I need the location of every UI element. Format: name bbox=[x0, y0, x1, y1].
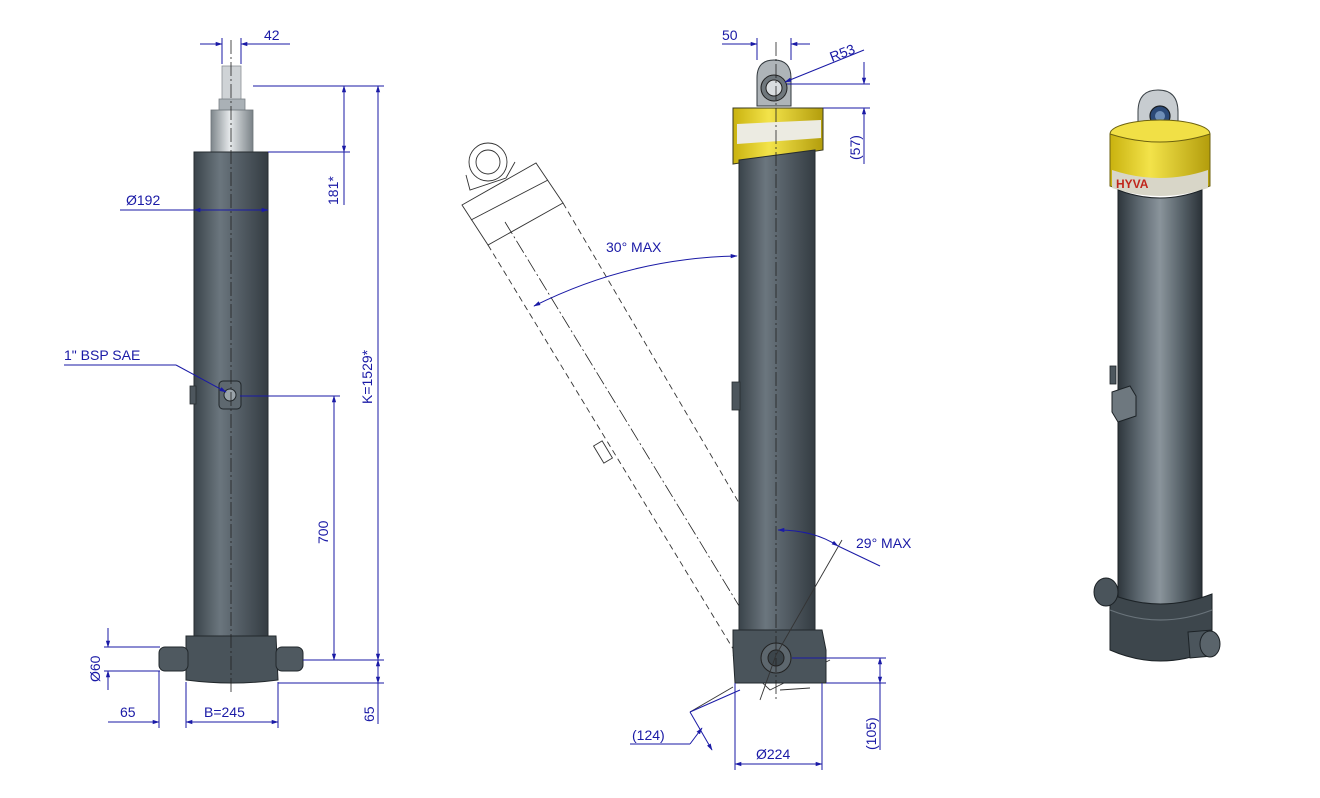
dim-tilt-forward: 29° MAX bbox=[777, 527, 912, 567]
dim-side-base-height: (105) bbox=[792, 657, 886, 750]
front-view: 42 Ø192 181* K=1529* 1" BSP SAE bbox=[64, 27, 384, 728]
side-port bbox=[731, 381, 741, 411]
front-trunnion-right bbox=[275, 646, 304, 672]
dim-stroke-extension: 181* bbox=[325, 85, 347, 205]
port-leader: 1" BSP SAE bbox=[64, 347, 227, 393]
dim-rod-width: 42 bbox=[200, 27, 290, 64]
dim-closed-length: K=1529* bbox=[359, 85, 381, 661]
dim-tilt-back-label: 30° MAX bbox=[606, 239, 662, 255]
front-trunnion-left bbox=[158, 646, 189, 672]
dim-collar-height: (57) bbox=[787, 62, 870, 164]
dim-base-width-label: B=245 bbox=[204, 704, 245, 720]
dim-eye-width-label: 50 bbox=[722, 27, 738, 43]
front-base bbox=[185, 635, 279, 684]
dim-base-offset: (124) bbox=[630, 686, 741, 751]
front-rod-collar bbox=[218, 98, 246, 112]
front-side-lug bbox=[189, 385, 197, 405]
dim-eye-width: 50 bbox=[722, 27, 810, 60]
front-port-hole bbox=[223, 388, 237, 402]
dim-tilt-forward-label: 29° MAX bbox=[856, 535, 912, 551]
dim-trunnion-diameter-label: Ø60 bbox=[87, 655, 103, 682]
dim-base-diameter-label: Ø224 bbox=[756, 746, 790, 762]
dim-body-diameter-label: Ø192 bbox=[126, 192, 160, 208]
dim-base-offset-label: (124) bbox=[632, 727, 665, 743]
dim-port-height: 700 bbox=[240, 395, 340, 661]
dim-port-height-label: 700 bbox=[315, 520, 331, 544]
dim-tilt-back: 30° MAX bbox=[533, 239, 738, 307]
dim-eye-radius: R53 bbox=[784, 41, 865, 83]
port-label: 1" BSP SAE bbox=[64, 347, 140, 363]
side-top-eye bbox=[756, 59, 792, 107]
dim-trunnion-offset: 65 bbox=[108, 704, 160, 725]
dim-base-diameter: Ø224 bbox=[734, 683, 823, 770]
dim-rod-width-label: 42 bbox=[264, 27, 280, 43]
side-view: 50 R53 (57) 30° MAX 29° MAX bbox=[461, 27, 912, 770]
dim-closed-length-label: K=1529* bbox=[359, 349, 375, 404]
dim-trunnion-diameter: Ø60 bbox=[87, 628, 160, 690]
side-cylinder-body bbox=[738, 149, 816, 637]
dim-collar-height-label: (57) bbox=[847, 135, 863, 160]
dim-base-height: 65 bbox=[361, 659, 381, 724]
dim-body-diameter: Ø192 bbox=[120, 192, 269, 213]
dim-eye-radius-label: R53 bbox=[827, 41, 857, 65]
side-yellow-collar bbox=[732, 107, 824, 165]
front-rod-stage bbox=[210, 109, 254, 155]
dim-base-width: B=245 bbox=[185, 704, 279, 725]
render-view: HYVA bbox=[1093, 89, 1221, 662]
brand-logo: HYVA bbox=[1116, 177, 1149, 191]
dim-side-base-height-label: (105) bbox=[863, 717, 879, 750]
dim-base-height-label: 65 bbox=[361, 706, 377, 722]
dim-stroke-extension-label: 181* bbox=[325, 176, 341, 205]
dim-trunnion-offset-label: 65 bbox=[120, 704, 136, 720]
